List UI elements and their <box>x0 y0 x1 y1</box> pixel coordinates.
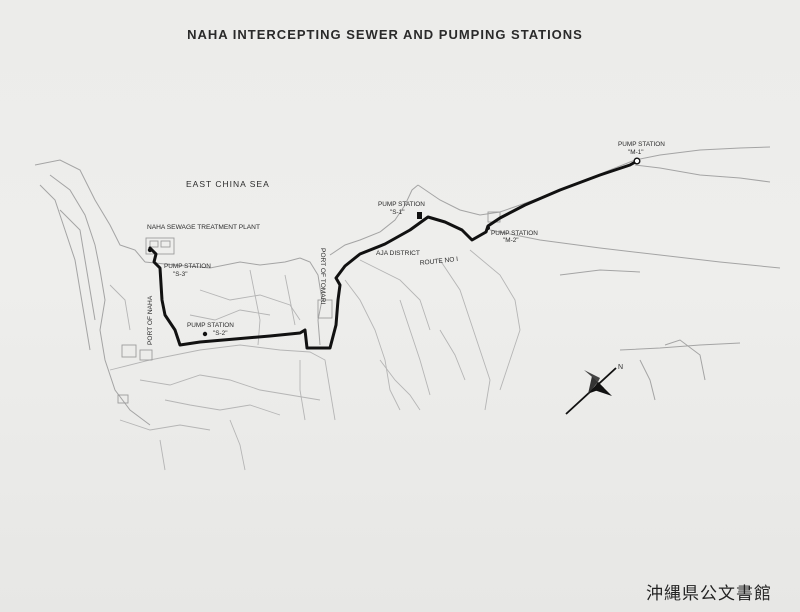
north-label: N <box>618 364 623 371</box>
station-s3-name: PUMP STATION <box>164 263 211 270</box>
station-marker-s2 <box>202 331 208 337</box>
station-m2-name: PUMP STATION <box>491 230 538 237</box>
sewer-line <box>148 159 639 350</box>
station-m1-name: PUMP STATION <box>618 141 665 148</box>
station-s1-code: "S-1" <box>390 209 404 216</box>
port-naha-label: PORT OF NAHA <box>147 295 154 345</box>
building-blocks <box>117 211 501 404</box>
aja-district-label: AJA DISTRICT <box>376 250 420 257</box>
north-arrow-icon: N <box>565 364 623 415</box>
coastline-lines <box>34 146 781 426</box>
station-marker-s1 <box>417 212 422 219</box>
station-markers <box>147 157 641 337</box>
station-s3-code: "S-3" <box>173 271 187 278</box>
archive-stamp: 沖縄県公文書館 <box>646 584 772 604</box>
route-label: ROUTE NO I <box>419 256 458 267</box>
port-tomari-label: PORT OF TOMARI <box>319 248 326 304</box>
station-m1-code: "M-1" <box>628 149 644 156</box>
station-s1-name: PUMP STATION <box>378 201 425 208</box>
station-s2-name: PUMP STATION <box>187 322 234 329</box>
station-marker-s3 <box>147 247 153 253</box>
plant-label: NAHA SEWAGE TREATMENT PLANT <box>147 224 260 231</box>
station-m2-code: "M-2" <box>503 237 519 244</box>
road-network <box>109 249 521 471</box>
sea-label: EAST CHINA SEA <box>186 179 270 189</box>
station-s2-code: "S-2" <box>213 330 227 337</box>
map-title: NAHA INTERCEPTING SEWER AND PUMPING STAT… <box>187 27 583 42</box>
station-marker-m2 <box>486 226 490 230</box>
station-marker-m1 <box>633 157 641 165</box>
